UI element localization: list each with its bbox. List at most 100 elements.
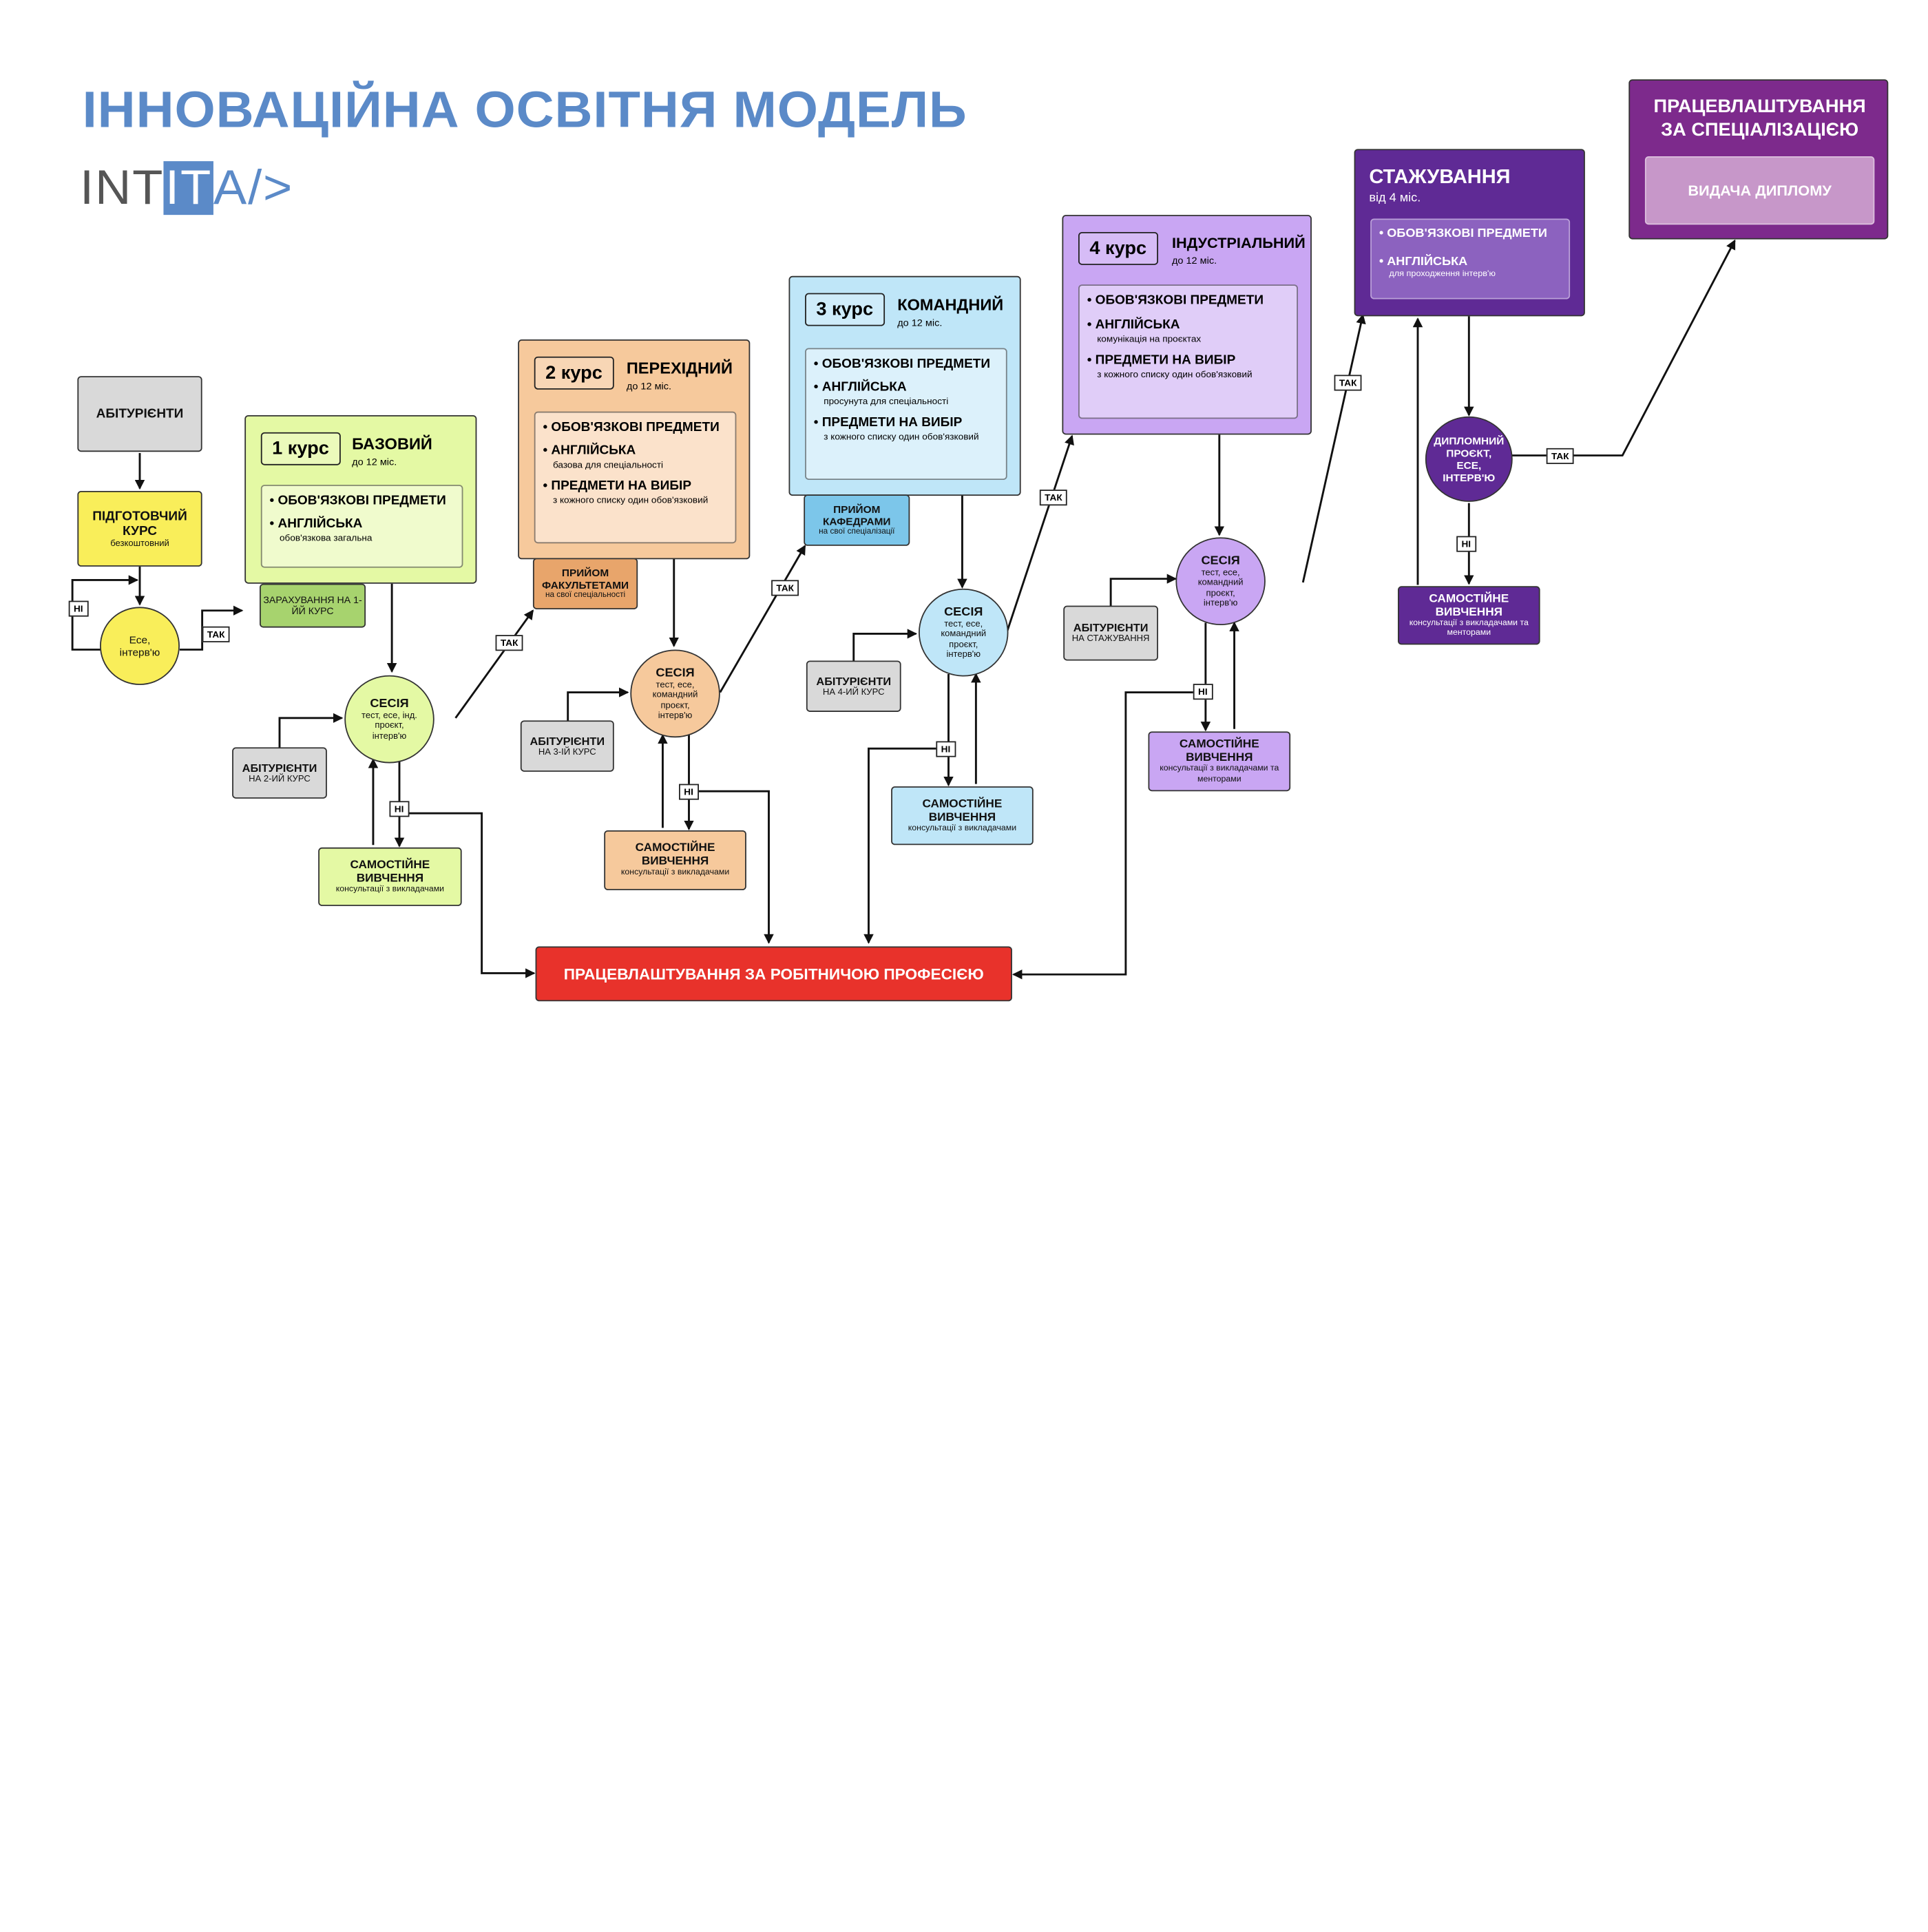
dept-box: ПРИЙОМ КАФЕДРАМИ на свої спеціалізації	[804, 494, 910, 546]
course4-item: • ПРЕДМЕТИ НА ВИБІР	[1087, 353, 1236, 368]
yes-label: ТАК	[1546, 448, 1574, 464]
course4-title: ІНДУСТРІАЛЬНИЙ	[1171, 234, 1306, 252]
essay-interview-circle: Есе, інтерв'ю	[100, 607, 180, 685]
course2-item-sub: базова для спеціальності	[552, 459, 664, 470]
internship-item: • ОБОВ'ЯЗКОВІ ПРЕДМЕТИ	[1379, 227, 1547, 241]
session1-title: СЕСІЯ	[370, 697, 409, 711]
self-study5-sub: консультації з викладачами та менторами	[1409, 618, 1529, 638]
yes-label: ТАК	[495, 635, 523, 651]
applicants-year3-sub: НА 3-ІЙ КУРС	[538, 746, 596, 757]
employment-worker-box: ПРАЦЕВЛАШТУВАННЯ ЗА РОБІТНИЧОЮ ПРОФЕСІЄЮ	[535, 946, 1012, 1002]
no-label: НІ	[679, 784, 699, 800]
no-label: НІ	[936, 741, 956, 757]
applicants-intern-sub: НА СТАЖУВАННЯ	[1071, 633, 1150, 644]
diploma-project-circle: ДИПЛОМНИЙ ПРОЄКТ, ЕСЕ, ІНТЕРВ'Ю	[1425, 416, 1513, 502]
self-study3-title: САМОСТІЙНЕ ВИВЧЕННЯ	[922, 797, 1003, 824]
course1-box: 1 курс БАЗОВИЙ до 12 міс. • ОБОВ'ЯЗКОВІ …	[244, 414, 477, 584]
course3-name: 3 курс	[805, 293, 885, 326]
session4-circle: СЕСІЯ тест, есе, командний проєкт, інтер…	[1175, 537, 1266, 626]
applicants-intern-title: АБІТУРІЄНТИ	[1073, 622, 1149, 634]
logo-text-before: INT	[80, 161, 165, 216]
session2-sub: тест, есе, командний проєкт, інтерв'ю	[652, 678, 698, 721]
applicants-year2-sub: НА 2-ИЙ КУРС	[249, 773, 311, 784]
self-study4-box: САМОСТІЙНЕ ВИВЧЕННЯ консультації з викла…	[1148, 731, 1291, 792]
course1-item: • ОБОВ'ЯЗКОВІ ПРЕДМЕТИ	[269, 493, 446, 508]
enrol-box: ЗАРАХУВАННЯ НА 1-ЙЙ КУРС	[260, 583, 366, 628]
course3-box: 3 курс КОМАНДНИЙ до 12 міс. • ОБОВ'ЯЗКОВ…	[788, 275, 1021, 496]
course4-duration: до 12 міс.	[1171, 255, 1217, 266]
course1-duration: до 12 міс.	[352, 456, 397, 468]
applicants-year2-title: АБІТУРІЄНТИ	[242, 762, 317, 774]
self-study2-sub: консультації з викладачами	[620, 868, 730, 877]
course4-name: 4 курс	[1078, 231, 1158, 265]
yes-label: ТАК	[1039, 490, 1067, 506]
course3-title: КОМАНДНИЙ	[897, 295, 1004, 314]
course3-item: • ОБОВ'ЯЗКОВІ ПРЕДМЕТИ	[813, 356, 991, 372]
applicants-year3-title: АБІТУРІЄНТИ	[530, 735, 605, 747]
internship-duration: від 4 міс.	[1369, 191, 1421, 205]
self-study2-box: САМОСТІЙНЕ ВИВЧЕННЯ консультації з викла…	[604, 830, 746, 890]
session2-circle: СЕСІЯ тест, есе, командний проєкт, інтер…	[630, 649, 720, 738]
course1-item-sub: обов'язкова загальна	[280, 532, 373, 544]
employment-spec-box: ПРАЦЕВЛАШТУВАННЯ ЗА СПЕЦІАЛІЗАЦІЄЮ ВИДАЧ…	[1628, 79, 1889, 240]
course2-name: 2 курс	[534, 356, 614, 390]
course3-duration: до 12 міс.	[897, 317, 943, 329]
yes-label: ТАК	[771, 580, 799, 596]
course4-item-sub: з кожного списку один обов'язковий	[1097, 368, 1253, 380]
course4-item: • ОБОВ'ЯЗКОВІ ПРЕДМЕТИ	[1087, 293, 1264, 308]
course2-title: ПЕРЕХІДНИЙ	[626, 359, 733, 378]
self-study3-sub: консультації з викладачами	[908, 823, 1017, 833]
prep-course-title: ПІДГОТОВЧИЙ КУРС	[92, 509, 187, 538]
self-study1-box: САМОСТІЙНЕ ВИВЧЕННЯ консультації з викла…	[318, 847, 462, 906]
session1-sub: тест, есе, інд. проєкт, інтерв'ю	[362, 708, 417, 742]
self-study3-box: САМОСТІЙНЕ ВИВЧЕННЯ консультації з викла…	[891, 786, 1034, 846]
applicants-year4-title: АБІТУРІЄНТИ	[816, 675, 892, 688]
course1-title: БАЗОВИЙ	[352, 434, 432, 453]
session3-sub: тест, есе, командний проєкт, інтерв'ю	[941, 617, 987, 660]
course3-item: • АНГЛІЙСЬКА	[813, 379, 907, 395]
course4-item: • АНГЛІЙСЬКА	[1087, 317, 1180, 333]
prep-course-sub: безкоштовний	[110, 536, 169, 548]
applicants-box: АБІТУРІЄНТИ	[77, 376, 202, 452]
course2-duration: до 12 міс.	[626, 381, 672, 392]
intita-logo: INTITA/>	[80, 161, 293, 224]
logo-text-after: A/>	[213, 161, 294, 216]
self-study2-title: САМОСТІЙНЕ ВИВЧЕННЯ	[635, 841, 715, 869]
no-label: НІ	[389, 801, 409, 817]
course2-item: • ОБОВ'ЯЗКОВІ ПРЕДМЕТИ	[543, 420, 720, 435]
no-label: НІ	[1193, 684, 1213, 700]
self-study5-title: САМОСТІЙНЕ ВИВЧЕННЯ	[1429, 591, 1509, 619]
applicants-year2-box: АБІТУРІЄНТИ НА 2-ИЙ КУРС	[232, 747, 327, 799]
diploma-box: ВИДАЧА ДИПЛОМУ	[1644, 156, 1875, 225]
course1-item: • АНГЛІЙСЬКА	[269, 516, 363, 532]
yes-label: ТАК	[1334, 375, 1362, 391]
employment-spec-title: ПРАЦЕВЛАШТУВАННЯ ЗА СПЕЦІАЛІЗАЦІЄЮ	[1653, 96, 1866, 140]
self-study4-sub: консультації з викладачами та менторами	[1160, 764, 1279, 784]
course2-box: 2 курс ПЕРЕХІДНИЙ до 12 міс. • ОБОВ'ЯЗКО…	[518, 339, 751, 560]
course3-item: • ПРЕДМЕТИ НА ВИБІР	[813, 414, 963, 430]
course3-item-sub: просунута для спеціальності	[824, 395, 949, 407]
session1-circle: СЕСІЯ тест, есе, інд. проєкт, інтерв'ю	[344, 675, 434, 764]
self-study4-title: САМОСТІЙНЕ ВИВЧЕННЯ	[1179, 737, 1259, 765]
session4-title: СЕСІЯ	[1201, 554, 1240, 567]
session3-circle: СЕСІЯ тест, есе, командний проєкт, інтер…	[919, 588, 1009, 677]
faculty-sub: на свої спеціальності	[545, 590, 626, 600]
internship-box: СТАЖУВАННЯ від 4 міс. • ОБОВ'ЯЗКОВІ ПРЕД…	[1354, 149, 1585, 317]
session3-title: СЕСІЯ	[944, 605, 983, 619]
faculty-title: ПРИЙОМ ФАКУЛЬТЕТАМИ	[541, 566, 629, 591]
logo-text-highlight: IT	[164, 161, 213, 216]
self-study1-title: САМОСТІЙНЕ ВИВЧЕННЯ	[350, 858, 430, 885]
applicants-year4-box: АБІТУРІЄНТИ НА 4-ИЙ КУРС	[806, 660, 901, 712]
course3-item-sub: з кожного списку один обов'язковий	[824, 431, 979, 443]
applicants-year4-sub: НА 4-ИЙ КУРС	[822, 686, 885, 697]
course2-item: • АНГЛІЙСЬКА	[543, 443, 636, 459]
session2-title: СЕСІЯ	[656, 666, 695, 680]
no-label: НІ	[68, 600, 88, 617]
internship-item: • АНГЛІЙСЬКА	[1379, 255, 1468, 269]
